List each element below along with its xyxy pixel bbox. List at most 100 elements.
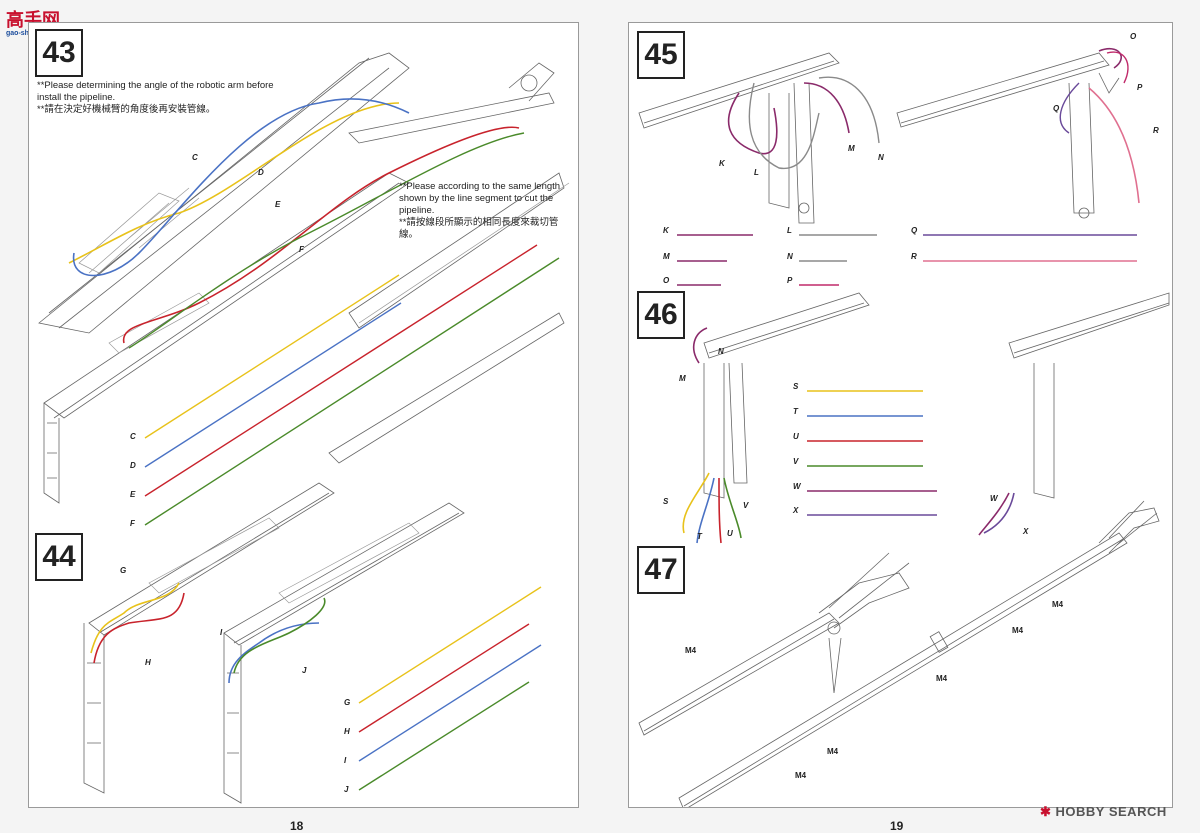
- pipe-u: [718, 477, 722, 544]
- step-46-number: 46: [637, 291, 685, 339]
- step45-drawing-right: [896, 52, 1120, 219]
- pipe-m-step46: [692, 327, 708, 364]
- step45-callouts: K L M N O P Q R: [719, 32, 1159, 177]
- step45-length-guides: K L Q M N R O P: [663, 226, 1137, 286]
- pipe-r: [1088, 87, 1140, 204]
- pipe-t: [696, 477, 715, 544]
- length-label-d: D: [130, 461, 136, 470]
- step44-callouts: G H I J: [120, 566, 307, 675]
- length-label-j: J: [344, 785, 349, 794]
- callout-o: O: [1130, 32, 1137, 41]
- callout-p: P: [1137, 83, 1143, 92]
- note-angle-zh: **請在決定好機械臂的角度後再安裝管線。: [37, 104, 216, 115]
- manual-page-right: K L M N O P Q R K L Q M N R O P: [628, 22, 1173, 808]
- step43-arm-lower-drawing: [43, 172, 570, 504]
- length-label-g: G: [344, 698, 350, 707]
- callout-n: N: [878, 153, 884, 162]
- pipe-k: [727, 92, 778, 155]
- length-label-t: T: [793, 407, 799, 416]
- pipe-c-yellow: [68, 102, 400, 264]
- length-label-r: R: [911, 252, 917, 261]
- length-label-x: X: [792, 506, 799, 515]
- callout-m4-1: M4: [685, 646, 697, 655]
- callout-v: V: [743, 501, 749, 510]
- length-label-e: E: [130, 490, 136, 499]
- pipe-d-blue: [72, 98, 410, 277]
- length-label-m: M: [663, 252, 670, 261]
- step44-length-guides: G H I J: [344, 586, 542, 794]
- step47-drawing-gripper: [638, 552, 910, 736]
- pipe-j-green: [233, 597, 326, 674]
- step43-callouts: C D E F: [192, 153, 305, 254]
- length-label-u: U: [793, 432, 799, 441]
- callout-m4-6: M4: [795, 771, 807, 780]
- step-45-number: 45: [637, 31, 685, 79]
- page-number-right: 19: [890, 819, 904, 833]
- step46-drawing-right: [1008, 292, 1170, 499]
- step46-drawing-left: [703, 292, 870, 499]
- length-label-n: N: [787, 252, 793, 261]
- length-line-c: [144, 274, 400, 439]
- pipe-v: [723, 477, 742, 539]
- callout-c: C: [192, 153, 198, 162]
- pipe-s: [682, 472, 710, 534]
- pipe-f-green: [128, 132, 525, 349]
- step47-callouts: M4 M4 M4 M4 M4 M4: [685, 600, 1064, 780]
- callout-m4-2: M4: [1052, 600, 1064, 609]
- step-43-number: 43: [35, 29, 83, 77]
- step43-length-guides: C D E F: [130, 244, 560, 528]
- callout-h: H: [145, 658, 151, 667]
- callout-m4-5: M4: [827, 747, 839, 756]
- step43-note-length: **Please according to the same length sh…: [399, 181, 564, 241]
- callout-s: S: [663, 497, 669, 506]
- length-label-q: Q: [911, 226, 918, 235]
- pipe-w: [978, 492, 1010, 536]
- callout-j: J: [302, 666, 307, 675]
- length-label-f: F: [130, 519, 136, 528]
- length-line-h: [358, 623, 530, 733]
- callout-m-step46: M: [679, 374, 686, 383]
- pipe-h-red: [93, 592, 185, 664]
- length-label-c: C: [130, 432, 136, 441]
- callout-m4-4: M4: [936, 674, 948, 683]
- step46-callouts: M N S T U V W X: [663, 347, 1029, 541]
- callout-n-step46: N: [718, 347, 724, 356]
- callout-r: R: [1153, 126, 1159, 135]
- callout-l: L: [754, 168, 759, 177]
- step-44-number: 44: [35, 533, 83, 581]
- length-line-i: [358, 644, 542, 762]
- length-line-f: [144, 257, 560, 526]
- callout-k: K: [719, 159, 726, 168]
- pipe-n: [818, 76, 880, 144]
- callout-t: T: [697, 532, 703, 541]
- length-label-k: K: [663, 226, 670, 235]
- callout-i: I: [220, 628, 223, 637]
- left-page-illustrations: C D E F C D E F: [38, 52, 570, 804]
- hobby-search-logo: ✱ HOBBY SEARCH: [1040, 804, 1167, 820]
- page-number-left: 18: [290, 819, 304, 833]
- callout-f: F: [299, 245, 305, 254]
- pipe-e-red: [122, 126, 520, 344]
- length-label-o: O: [663, 276, 670, 285]
- pipe-i-blue: [228, 622, 320, 684]
- pipe-l: [748, 82, 820, 169]
- pipe-p: [1106, 51, 1129, 84]
- right-page-illustrations: K L M N O P Q R K L Q M N R O P: [638, 32, 1170, 807]
- note-length-en: **Please according to the same length sh…: [399, 181, 561, 216]
- callout-e: E: [275, 200, 281, 209]
- callout-m: M: [848, 144, 855, 153]
- logo-mark-icon: ✱: [1040, 804, 1056, 819]
- callout-d: D: [258, 168, 264, 177]
- pipe-x: [983, 492, 1015, 534]
- note-length-zh: **請按線段所顯示的相同長度來裁切管線。: [399, 217, 559, 240]
- callout-x: X: [1022, 527, 1029, 536]
- step46-length-guides: S T U V W X: [792, 382, 937, 516]
- step45-drawing-left: [638, 52, 840, 224]
- callout-u: U: [727, 529, 733, 538]
- length-label-w: W: [793, 482, 802, 491]
- pipe-g-yellow: [90, 582, 180, 654]
- callout-q: Q: [1053, 104, 1060, 113]
- step-47-number: 47: [637, 546, 685, 594]
- step44-arm-drawing-2: [223, 312, 565, 804]
- callout-w: W: [990, 494, 999, 503]
